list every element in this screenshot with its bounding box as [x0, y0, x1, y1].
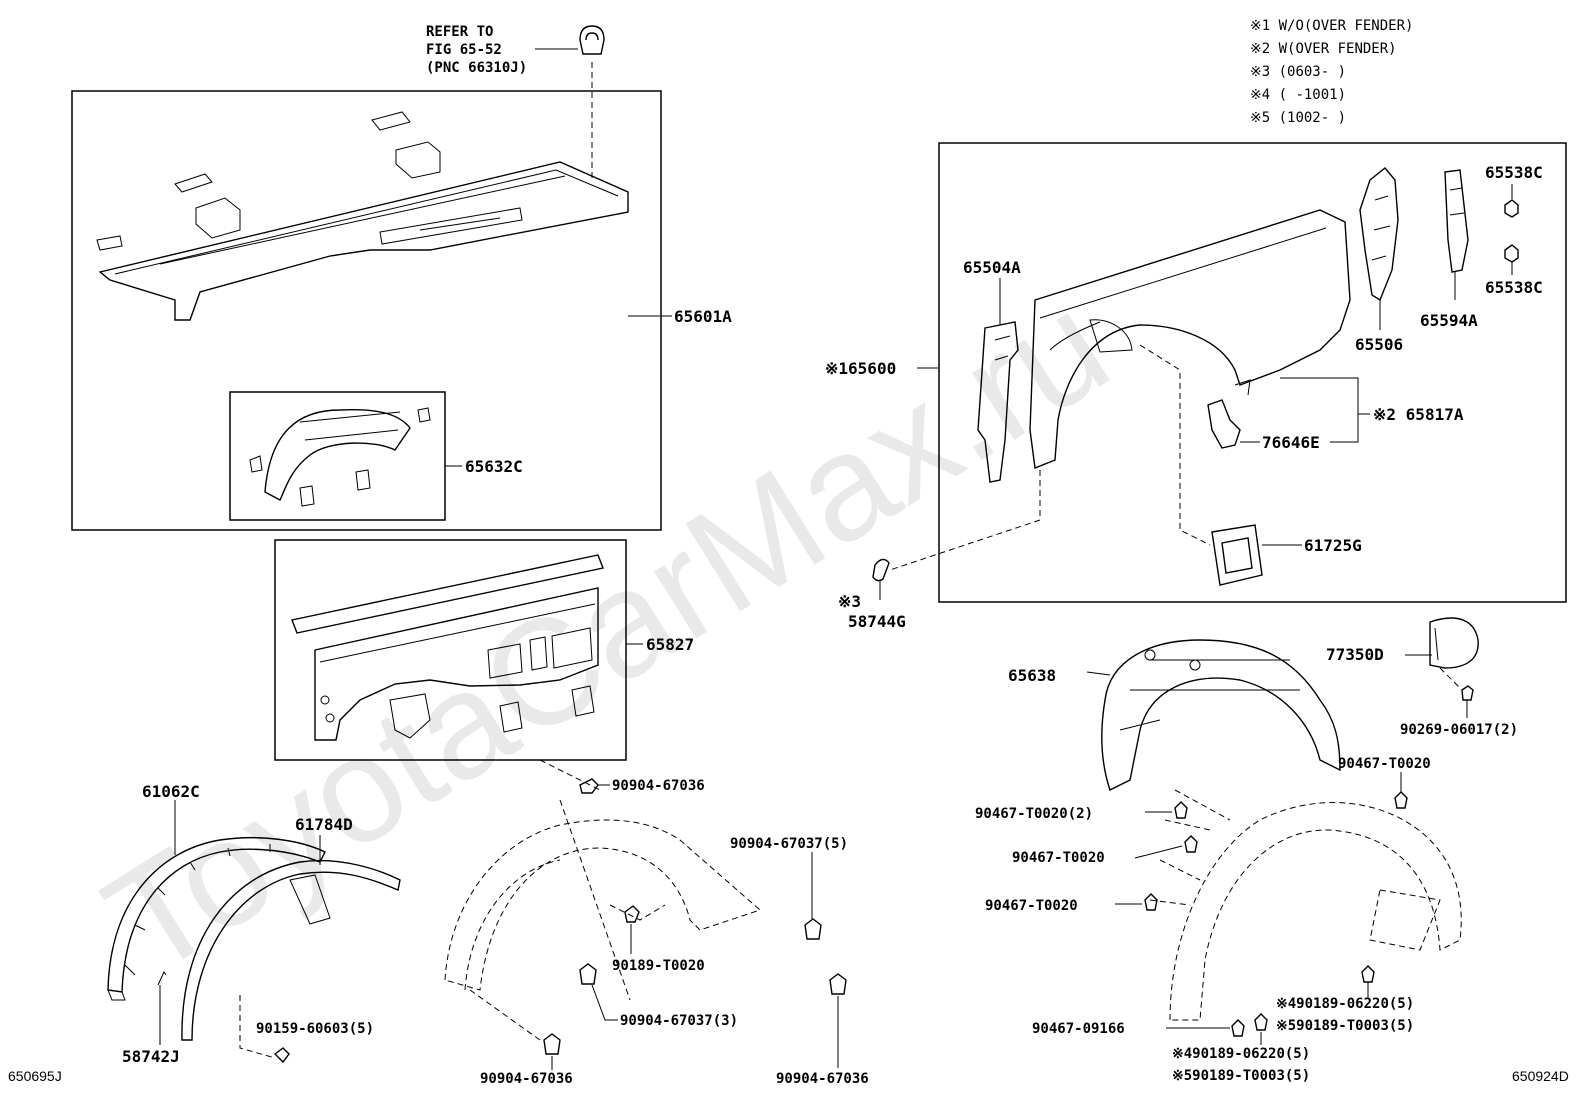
- nut-a-icon[interactable]: [1504, 199, 1519, 218]
- part-label-90467-T0020-a[interactable]: 90467-T0020: [1012, 850, 1105, 866]
- part-label-65638[interactable]: 65638: [1008, 666, 1056, 685]
- group-box-65827: [274, 539, 627, 761]
- clip-lower-icon: [579, 963, 597, 985]
- side-panel-inner-65601A[interactable]: [96, 111, 629, 321]
- part-label-58744G-mark[interactable]: ※3: [838, 592, 861, 611]
- part-label-590189-T0003-b[interactable]: ※590189-T0003(5): [1172, 1068, 1310, 1084]
- clip-icon: [273, 1047, 290, 1064]
- refer-note[interactable]: REFER TO FIG 65-52 (PNC 66310J): [426, 24, 605, 180]
- clip-r2-icon: [1174, 801, 1188, 819]
- part-label-65506[interactable]: 65506: [1355, 335, 1403, 354]
- clip-bottom-left-icon: [543, 1033, 561, 1055]
- part-label-65632C[interactable]: 65632C: [465, 457, 523, 476]
- screw-icon: [1461, 685, 1474, 701]
- corner-code-right: 650924D: [1512, 1068, 1569, 1084]
- part-label-90467-09166[interactable]: 90467-09166: [1032, 1021, 1125, 1037]
- notes-block: ※1 W/O(OVER FENDER) ※2 W(OVER FENDER) ※3…: [1250, 18, 1413, 126]
- part-label-58742J[interactable]: 58742J: [122, 1047, 180, 1066]
- part-label-65504A[interactable]: 65504A: [963, 258, 1021, 277]
- part-label-65601A[interactable]: 65601A: [674, 307, 732, 326]
- part-label-90269-06017[interactable]: 90269-06017(2): [1400, 722, 1518, 738]
- part-label-90904-67036-br[interactable]: 90904-67036: [776, 1071, 869, 1087]
- clip-r3-icon: [1184, 835, 1198, 853]
- side-panel-outer-165600[interactable]: [1029, 209, 1351, 469]
- group-box-65632C: [229, 391, 446, 521]
- fuel-lid-77350D[interactable]: [1429, 617, 1479, 669]
- part-label-65594A[interactable]: 65594A: [1420, 311, 1478, 330]
- fender-liner-61784D[interactable]: [181, 859, 401, 1041]
- part-label-76646E[interactable]: 76646E: [1262, 433, 1320, 452]
- nut-b-icon[interactable]: [1504, 244, 1519, 263]
- part-label-90159-60603[interactable]: 90159-60603(5): [256, 1021, 374, 1037]
- part-label-90467-T0020-2[interactable]: 90467-T0020(2): [975, 806, 1093, 822]
- hose-58744G[interactable]: [872, 558, 890, 582]
- wheel-liner-dashed: [444, 759, 761, 1041]
- rear-panel-65827[interactable]: [291, 554, 604, 741]
- wheel-liner-65638[interactable]: [1101, 639, 1341, 791]
- clip-r5-icon: [1361, 965, 1375, 983]
- tie-down-hook-icon: [579, 25, 605, 55]
- part-label-61784D[interactable]: 61784D: [295, 815, 353, 834]
- part-label-90189-T0020[interactable]: 90189-T0020: [612, 958, 705, 974]
- part-label-90467-T0020-r[interactable]: 90467-T0020: [1338, 756, 1431, 772]
- refer-line-2: FIG 65-52: [426, 42, 502, 58]
- fuel-housing-61725G[interactable]: [1211, 524, 1263, 586]
- clip-top-icon: [579, 778, 599, 794]
- part-label-61725G[interactable]: 61725G: [1304, 536, 1362, 555]
- note-5: ※5 (1002- ): [1250, 110, 1346, 126]
- clip-mid-icon: [624, 905, 640, 923]
- clip-bottom-right-icon: [829, 973, 847, 995]
- part-label-90904-67037-5[interactable]: 90904-67037(5): [730, 836, 848, 852]
- part-label-65817A[interactable]: ※2 65817A: [1373, 405, 1464, 424]
- part-label-65538C-a[interactable]: 65538C: [1485, 163, 1543, 182]
- refer-line-3: (PNC 66310J): [426, 60, 527, 76]
- note-1: ※1 W/O(OVER FENDER): [1250, 18, 1413, 34]
- wheel-housing-65632C[interactable]: [249, 407, 431, 507]
- reinforcement-65594A[interactable]: [1444, 169, 1469, 273]
- part-label-90904-67036-bl[interactable]: 90904-67036: [480, 1071, 573, 1087]
- part-label-490189-06220-a[interactable]: ※490189-06220(5): [1276, 996, 1414, 1012]
- clip-r7-icon: [1231, 1019, 1245, 1037]
- group-box-65601A: [71, 90, 662, 531]
- part-label-590189-T0003-a[interactable]: ※590189-T0003(5): [1276, 1018, 1414, 1034]
- clip-r4-icon: [1144, 893, 1158, 911]
- bracket-65506[interactable]: [1359, 167, 1399, 302]
- watermark: ToyotaCarMax.ru: [78, 259, 1136, 1007]
- clip-r1-icon: [1394, 791, 1408, 809]
- bracket-76646E[interactable]: [1207, 399, 1241, 449]
- part-label-65538C-b[interactable]: 65538C: [1485, 278, 1543, 297]
- part-label-61062C[interactable]: 61062C: [142, 782, 200, 801]
- note-4: ※4 ( -1001): [1250, 87, 1346, 103]
- refer-line-1: REFER TO: [426, 24, 493, 40]
- clip-r6-icon: [1254, 1013, 1268, 1031]
- part-label-165600[interactable]: ※165600: [825, 359, 896, 378]
- group-box-165600: [938, 142, 1567, 603]
- note-2: ※2 W(OVER FENDER): [1250, 41, 1397, 57]
- note-3: ※3 (0603- ): [1250, 64, 1346, 80]
- part-label-90904-67036-top[interactable]: 90904-67036: [612, 778, 705, 794]
- part-label-65827[interactable]: 65827: [646, 635, 694, 654]
- corner-code-left: 650695J: [8, 1068, 62, 1084]
- clip-right-icon: [804, 918, 822, 940]
- part-label-77350D[interactable]: 77350D: [1326, 645, 1384, 664]
- wheel-liner-dashed-right: [1149, 789, 1462, 1021]
- part-label-490189-06220-b[interactable]: ※490189-06220(5): [1172, 1046, 1310, 1062]
- part-label-90467-T0020-b[interactable]: 90467-T0020: [985, 898, 1078, 914]
- part-label-58744G[interactable]: 58744G: [848, 612, 906, 631]
- seal-58742J[interactable]: [157, 970, 167, 986]
- part-label-90904-67037-3[interactable]: 90904-67037(3): [620, 1013, 738, 1029]
- pillar-65504A[interactable]: [977, 321, 1019, 483]
